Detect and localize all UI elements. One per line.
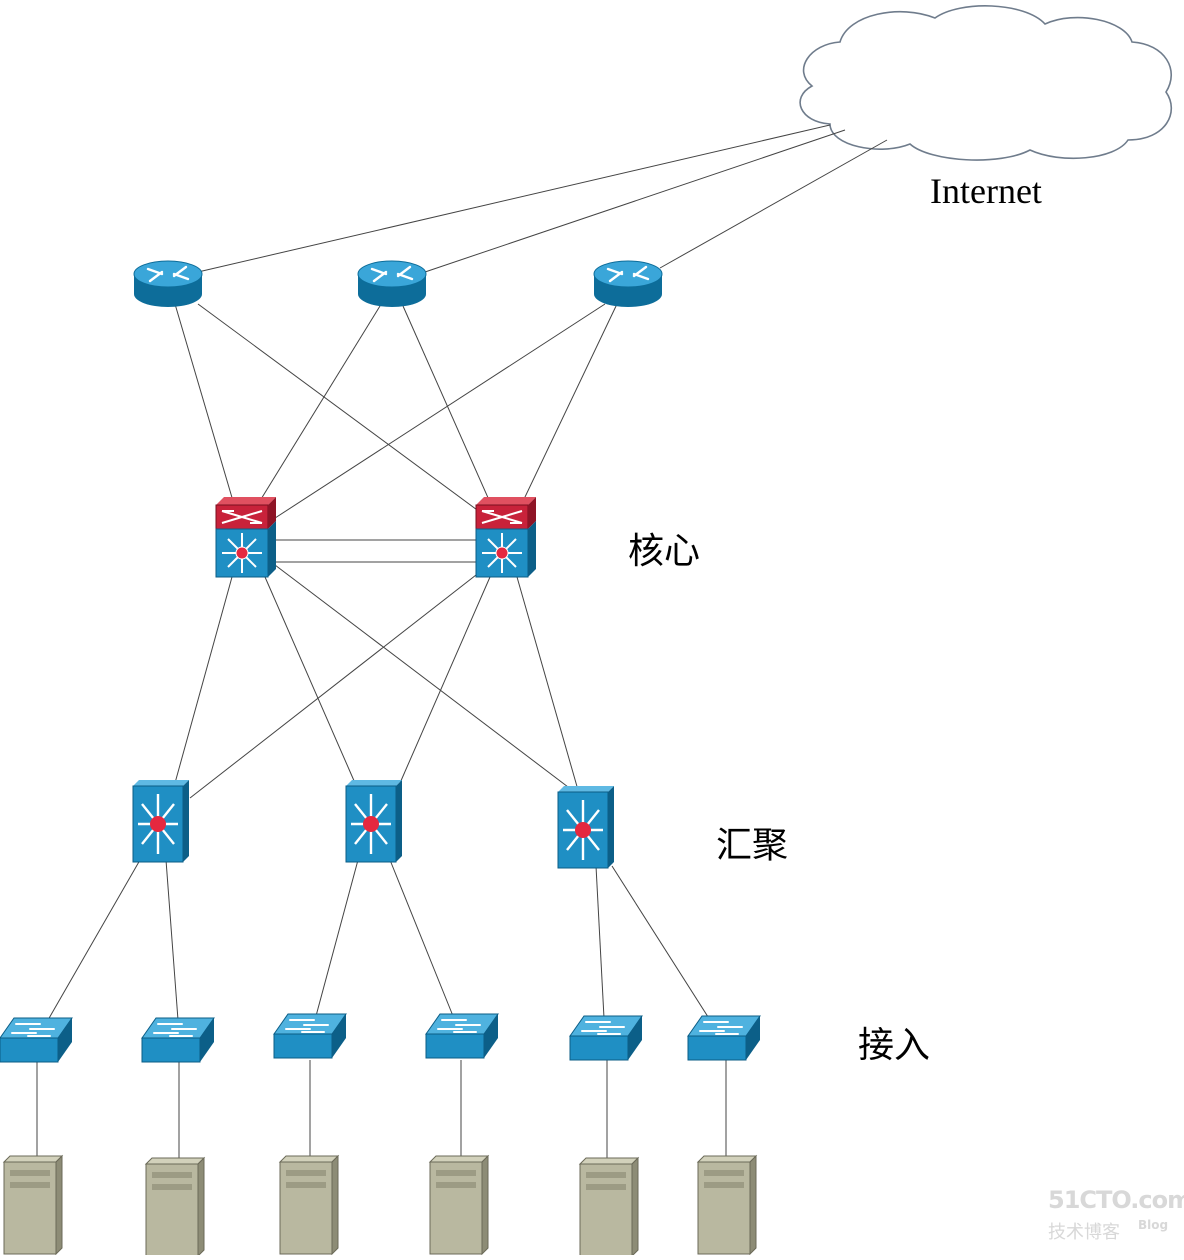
core-layer-label: 核心 <box>628 531 701 572</box>
cloud-icon <box>799 5 1172 161</box>
router-icon <box>357 260 427 307</box>
link-c1-d1 <box>174 576 233 784</box>
link-r1-c1 <box>174 303 239 519</box>
workgroup-switch-icon <box>425 1013 499 1059</box>
distribution-layer-label: 汇聚 <box>716 825 789 866</box>
server-icon <box>144 1156 206 1258</box>
watermark: 51CTO.com 技术博客 Blog <box>1046 1186 1184 1246</box>
link-r2-c2 <box>402 305 498 519</box>
watermark-subtitle: 技术博客 <box>1048 1222 1120 1243</box>
link-r1-c2 <box>197 303 489 519</box>
workgroup-switch-icon <box>141 1017 215 1063</box>
link-c1-d3 <box>274 564 573 791</box>
link-r3-c1 <box>271 303 606 521</box>
link-c2-d3 <box>516 576 579 791</box>
server-icon <box>578 1156 640 1258</box>
layer3-switch-icon <box>475 497 536 578</box>
server-icon <box>278 1154 340 1256</box>
watermark-blog: Blog <box>1138 1218 1169 1232</box>
link-d3-a5 <box>595 865 605 1019</box>
workgroup-switch-icon <box>569 1015 643 1061</box>
internet-label: Internet <box>930 171 1042 211</box>
link-d2-a4 <box>389 859 454 1017</box>
link-cloud-r3 <box>659 139 888 269</box>
link-c2-d2 <box>399 576 491 784</box>
link-d3-a6 <box>611 865 711 1021</box>
link-c2-d1 <box>189 567 486 799</box>
link-r3-c2 <box>514 303 618 519</box>
server-icon <box>428 1154 490 1256</box>
server-icon <box>696 1154 758 1256</box>
link-d1-a2 <box>165 859 179 1021</box>
multilayer-switch-icon <box>557 786 614 869</box>
workgroup-switch-icon <box>273 1013 347 1059</box>
network-links <box>36 124 888 1162</box>
link-cloud-r2 <box>424 129 846 273</box>
link-cloud-r1 <box>197 124 831 273</box>
access-layer-label: 接入 <box>858 1025 931 1066</box>
multilayer-switch-icon <box>132 780 189 863</box>
link-d1-a1 <box>47 859 141 1021</box>
server-icon <box>2 1154 64 1256</box>
link-c1-d2 <box>264 576 356 784</box>
workgroup-switch-icon <box>0 1017 73 1063</box>
router-icon <box>133 260 203 307</box>
link-r2-c1 <box>241 305 381 531</box>
link-d2-a3 <box>315 859 359 1017</box>
workgroup-switch-icon <box>687 1015 761 1061</box>
multilayer-switch-icon <box>345 780 402 863</box>
watermark-brand: 51CTO.com <box>1048 1186 1184 1214</box>
router-icon <box>593 260 663 307</box>
layer3-switch-icon <box>215 497 276 578</box>
